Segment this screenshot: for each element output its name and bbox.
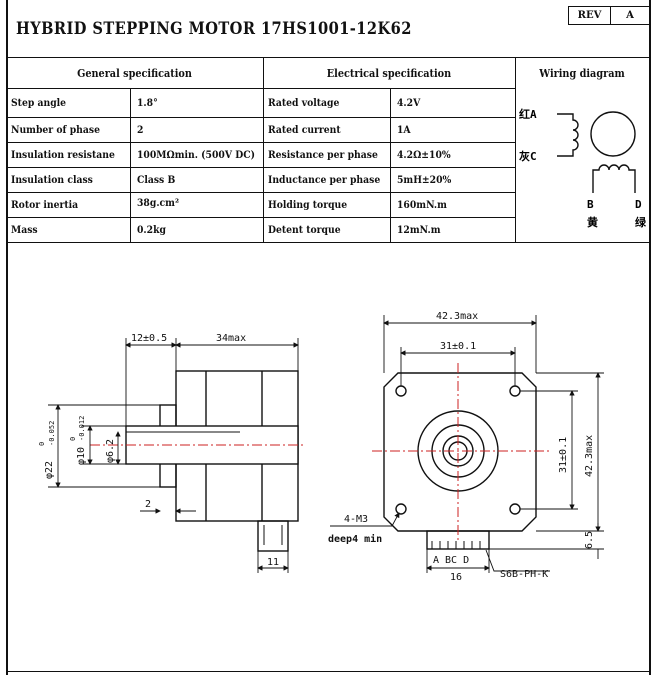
table-row-divider bbox=[6, 217, 516, 218]
wire-d-label: D bbox=[635, 198, 642, 211]
dim-overall-height: 42.3max bbox=[584, 435, 595, 477]
dim-boss-tol-lower: -0.052 bbox=[48, 421, 56, 446]
hole-callout: 4-M3 bbox=[344, 514, 368, 525]
side-view bbox=[90, 370, 305, 552]
hole-depth: deep4 min bbox=[328, 533, 382, 545]
general-spec-heading: General specification bbox=[77, 67, 192, 80]
electrical-row-label: Rated current bbox=[268, 124, 341, 136]
electrical-row-label: Resistance per phase bbox=[268, 149, 378, 161]
table-top-border bbox=[6, 57, 651, 58]
electrical-row-value: 4.2Ω±10% bbox=[397, 149, 451, 161]
wire-c-label: 灰C bbox=[519, 149, 537, 163]
table-bottom-border bbox=[6, 242, 651, 243]
dim-boss-height: 2 bbox=[145, 499, 151, 510]
table-col-divider bbox=[263, 57, 264, 242]
front-view bbox=[372, 363, 552, 550]
electrical-spec-heading: Electrical specification bbox=[326, 67, 452, 80]
dim-connector-width: 11 bbox=[267, 557, 279, 568]
mount-hole bbox=[509, 385, 521, 397]
electrical-row-value: 5mH±20% bbox=[397, 174, 452, 186]
dim-shaft-length: 12±0.5 bbox=[131, 333, 167, 344]
general-row-value: 38g.cm² bbox=[137, 197, 179, 209]
mount-hole bbox=[395, 385, 407, 397]
table-col-divider bbox=[515, 57, 516, 242]
electrical-row-label: Rated voltage bbox=[268, 97, 340, 109]
electrical-row-value: 1A bbox=[397, 124, 411, 136]
dim-overall-width: 42.3max bbox=[436, 311, 478, 322]
electrical-row-value: 160mN.m bbox=[397, 199, 447, 211]
drawing-sheet bbox=[6, 0, 651, 675]
general-row-label: Insulation resistane bbox=[11, 149, 115, 161]
table-header-border bbox=[6, 88, 516, 89]
general-row-value: 100MΩmin. (500V DC) bbox=[137, 149, 255, 161]
table-row-divider bbox=[6, 117, 516, 118]
wire-b-label: B bbox=[587, 198, 594, 211]
general-row-label: Insulation class bbox=[11, 174, 93, 186]
electrical-row-value: 12mN.m bbox=[397, 224, 441, 236]
mount-hole bbox=[509, 503, 521, 515]
electrical-row-label: Detent torque bbox=[268, 224, 341, 236]
general-row-value: 0.2kg bbox=[137, 224, 166, 236]
wiring-diagram: 红A 灰C B 黄 D 绿 bbox=[519, 107, 647, 229]
dim-shaft-tol-lower: -0.012 bbox=[78, 416, 86, 441]
dim-connector-offset: 6.5 bbox=[584, 531, 595, 549]
rev-value: A bbox=[610, 6, 650, 25]
sheet-bottom-border bbox=[6, 671, 651, 672]
drawing-title: HYBRID STEPPING MOTOR 17HS1001-12K62 bbox=[16, 19, 412, 39]
dim-shaft-tol-upper: 0 bbox=[69, 437, 77, 441]
wiring-diagram-heading: Wiring diagram bbox=[539, 67, 625, 80]
dim-hole-spacing-vertical: 31±0.1 bbox=[558, 437, 569, 473]
connector-part-number: S6B-PH-K bbox=[500, 569, 548, 580]
mount-hole bbox=[395, 503, 407, 515]
general-row-label: Mass bbox=[11, 224, 38, 236]
dim-boss-diameter: φ22 bbox=[44, 461, 55, 479]
engineering-drawing: 12±0.5 34max φ22 0 -0.052 φ10 0 -0.012 φ… bbox=[38, 311, 604, 583]
wire-b-color: 黄 bbox=[587, 215, 598, 229]
table-col-divider bbox=[130, 88, 131, 242]
dim-connector-length: 16 bbox=[450, 572, 462, 583]
wire-a-label: 红A bbox=[519, 107, 537, 121]
table-row-divider bbox=[6, 142, 516, 143]
connector-pin-labels: A BC D bbox=[433, 555, 469, 566]
general-row-value: 2 bbox=[137, 124, 144, 136]
dim-shaft-flat: φ6.2 bbox=[105, 439, 116, 463]
dim-body-length: 34max bbox=[216, 333, 246, 344]
general-row-label: Number of phase bbox=[11, 124, 100, 136]
table-row-divider bbox=[6, 167, 516, 168]
wire-d-color: 绿 bbox=[635, 215, 647, 229]
general-row-value: 1.8° bbox=[137, 97, 158, 109]
electrical-row-label: Holding torque bbox=[268, 199, 348, 211]
table-col-divider bbox=[390, 88, 391, 242]
electrical-row-label: Inductance per phase bbox=[268, 174, 381, 186]
motor-body-front bbox=[383, 372, 537, 532]
dim-shaft-diameter: φ10 bbox=[76, 447, 87, 465]
general-row-label: Step angle bbox=[11, 97, 67, 109]
table-row-divider bbox=[6, 192, 516, 193]
rev-label: REV bbox=[568, 6, 611, 25]
dim-hole-spacing: 31±0.1 bbox=[440, 341, 476, 352]
dim-boss-tol-upper: 0 bbox=[38, 442, 46, 446]
connector-side bbox=[257, 520, 289, 552]
electrical-row-value: 4.2V bbox=[397, 97, 421, 109]
general-row-label: Rotor inertia bbox=[11, 199, 79, 211]
general-row-value: Class B bbox=[137, 174, 176, 186]
